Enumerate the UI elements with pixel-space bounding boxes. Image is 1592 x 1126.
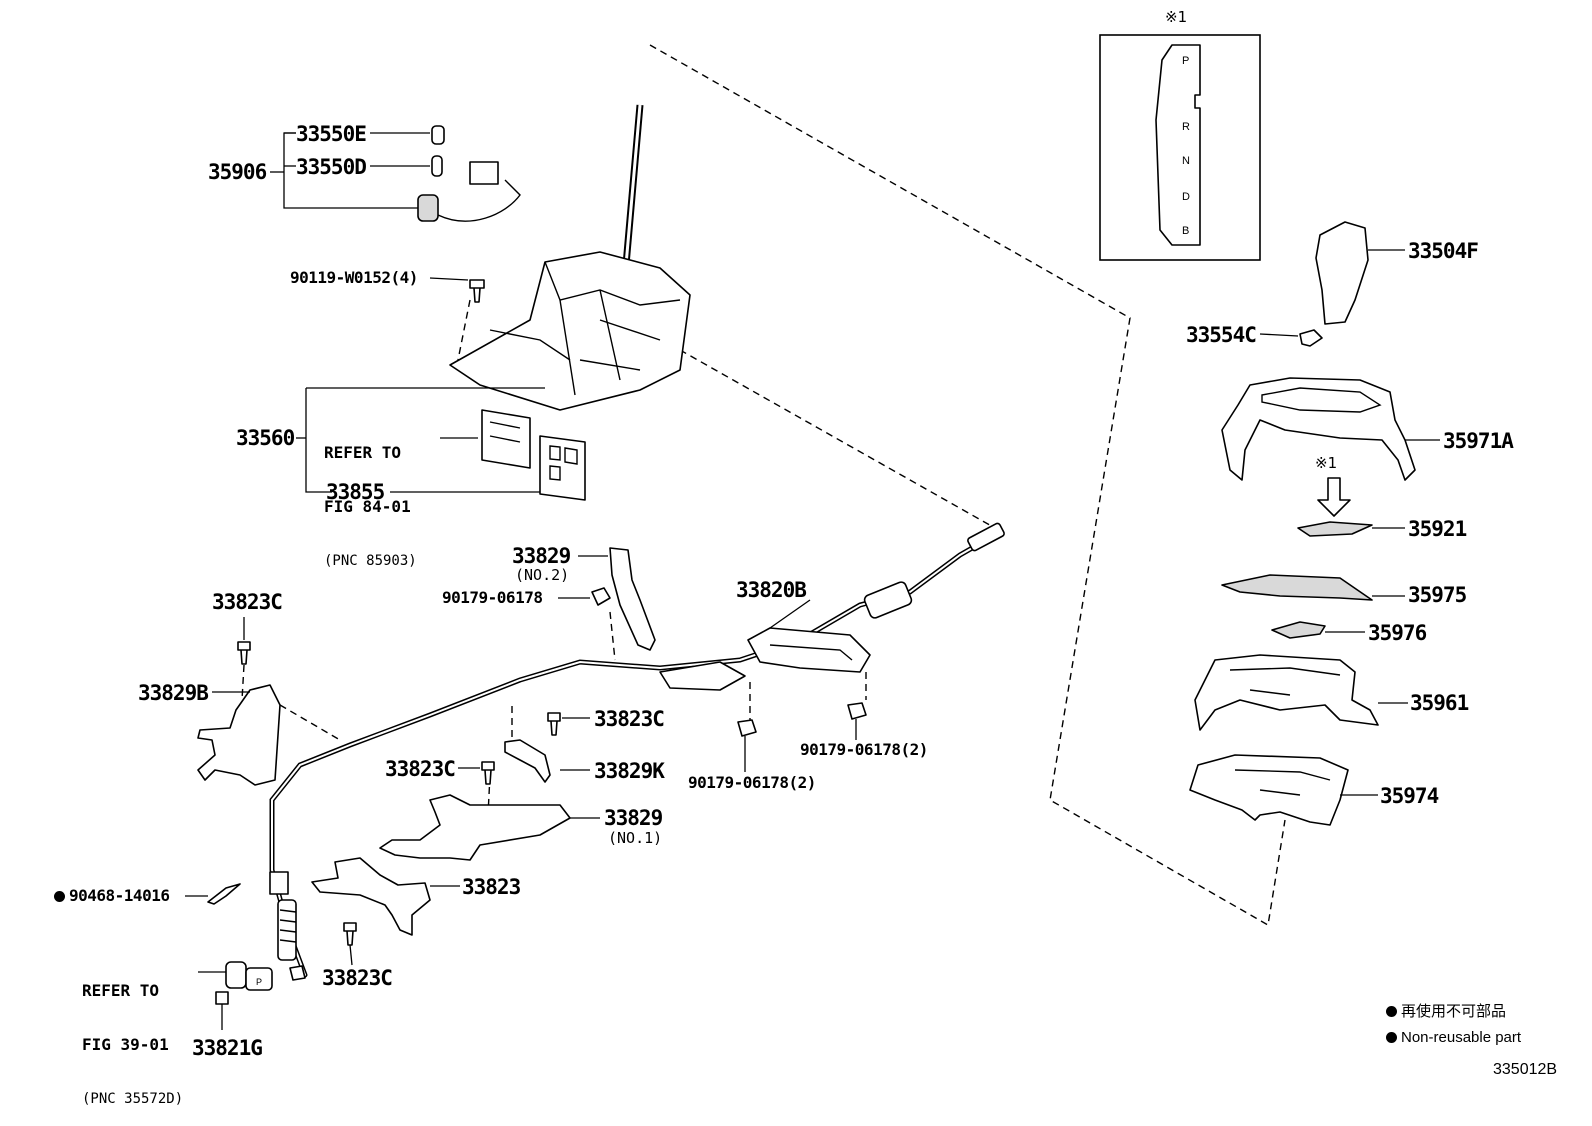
bolt-33823C-d <box>343 922 357 946</box>
label-33829B: 33829B <box>138 681 209 705</box>
cable-bracket-33820B <box>747 627 871 673</box>
label-33550E: 33550E <box>296 122 367 146</box>
bushing-35572D <box>225 961 247 989</box>
cable-grommet <box>863 581 913 619</box>
plate-35921 <box>1297 521 1373 537</box>
label-33554C: 33554C <box>1186 323 1257 347</box>
label-33550D: 33550D <box>296 155 367 179</box>
label-35906: 35906 <box>208 160 267 184</box>
label-33829-no1: 33829 <box>604 806 663 830</box>
label-35974: 35974 <box>1380 784 1439 808</box>
nut-90179-a <box>591 587 611 606</box>
label-33820B: 33820B <box>736 578 807 602</box>
ref-line: FIG 39-01 <box>82 1035 169 1054</box>
ref-fig-39-01: REFER TO FIG 39-01 (PNC 35572D) <box>82 946 183 1126</box>
indicator-P: P <box>1182 55 1190 67</box>
ref-fig-84-01: REFER TO FIG 84-01 (PNC 85903) <box>324 408 417 588</box>
label-33829K: 33829K <box>594 759 665 783</box>
bracket-33560 <box>305 388 332 493</box>
label-33821G: 33821G <box>192 1036 263 1060</box>
diagram-drawing: P <box>185 34 1440 1030</box>
diagram-id: 335012B <box>1493 1061 1558 1078</box>
indicator-D: D <box>1182 191 1190 203</box>
ref-line: REFER TO <box>82 981 160 1000</box>
label-33823C-d: 33823C <box>322 966 393 990</box>
nut-90179-b <box>737 719 757 737</box>
label-33823C-b: 33823C <box>594 707 665 731</box>
legend-jp: 再使用不可部品 <box>1386 1004 1506 1019</box>
bolt-33823C-a <box>237 641 251 665</box>
bracket-33829-no2 <box>609 547 656 651</box>
parts-diagram: P 33550E 33550D 35906 90119-W0152(4) REF… <box>54 8 1558 1107</box>
nut-33821G <box>215 991 229 1005</box>
base-35974 <box>1189 754 1349 826</box>
label-35976: 35976 <box>1368 621 1427 645</box>
bracket-33823 <box>311 857 431 936</box>
label-90119: 90119-W0152(4) <box>290 268 418 287</box>
legend-dot <box>1386 1032 1397 1043</box>
label-35961: 35961 <box>1410 691 1469 715</box>
bracket-33829-no1 <box>379 794 571 861</box>
clip-90468 <box>207 883 241 905</box>
label-90179-a: 90179-06178 <box>442 588 543 607</box>
arrow-down <box>1317 477 1351 517</box>
legend-en: Non-reusable part <box>1386 1030 1521 1045</box>
label-33823C-a: 33823C <box>212 590 283 614</box>
bracket-33829B <box>197 684 281 786</box>
bolt-33823C-c <box>481 761 495 785</box>
label-33823C-c: 33823C <box>385 757 456 781</box>
cable-sleeve <box>269 871 289 895</box>
label-35971A: 35971A <box>1443 429 1514 453</box>
bolt-33823C-b <box>547 712 561 736</box>
nut-90179-c <box>847 702 867 720</box>
legend-en-text: Non-reusable part <box>1401 1029 1522 1046</box>
ref-line: FIG 84-01 <box>324 497 411 516</box>
label-90179-b: 90179-06178(2) <box>688 773 816 792</box>
label-33560: 33560 <box>236 426 295 450</box>
label-90179-c: 90179-06178(2) <box>800 740 928 759</box>
cable-adjuster <box>277 899 297 961</box>
indicator-N: N <box>1182 155 1190 167</box>
connector-35906 <box>469 161 499 185</box>
indicator-B: B <box>1182 225 1190 237</box>
ref-line: (PNC 35572D) <box>82 1091 184 1107</box>
ref-line: (PNC 85903) <box>324 553 417 569</box>
knob-33504F <box>1315 221 1369 325</box>
housing-35961 <box>1194 654 1379 731</box>
arrow-mark: ※1 <box>1315 454 1338 472</box>
label-35921: 35921 <box>1408 517 1467 541</box>
non-reusable-dot <box>54 891 65 902</box>
label-33829-no2-note: (NO.2) <box>515 566 570 584</box>
cover-35976 <box>1271 621 1326 639</box>
socket-35906 <box>417 194 439 222</box>
indicator-box <box>1099 34 1261 261</box>
bulb-33550E <box>431 125 445 145</box>
label-33829-no1-note: (NO.1) <box>608 829 663 847</box>
label-35975: 35975 <box>1408 583 1467 607</box>
indicator-mark: ※1 <box>1165 8 1188 26</box>
label-90468-text: 90468-14016 <box>69 886 170 905</box>
label-33855: 33855 <box>326 480 385 504</box>
label-33823: 33823 <box>462 875 521 899</box>
indicator-R: R <box>1182 121 1190 133</box>
svg-text:P: P <box>256 977 262 987</box>
label-90468: 90468-14016 <box>54 886 170 905</box>
clip-33554C <box>1299 329 1323 347</box>
cover-35975 <box>1221 574 1373 601</box>
legend-dot <box>1386 1006 1397 1017</box>
ref-line: REFER TO <box>324 443 402 462</box>
legend-jp-text: 再使用不可部品 <box>1401 1003 1507 1020</box>
shifter-base-33560 <box>449 251 691 411</box>
connector-33855 <box>539 435 586 501</box>
cable-clamp <box>659 661 746 691</box>
bulb-33550D <box>431 155 443 177</box>
label-33504F: 33504F <box>1408 239 1479 263</box>
cable-end-upper <box>967 522 1005 552</box>
indicator-plate <box>1155 44 1201 246</box>
bracket-33829K <box>504 739 551 783</box>
screw-90119 <box>469 279 485 303</box>
label-33829-no2: 33829 <box>512 544 571 568</box>
